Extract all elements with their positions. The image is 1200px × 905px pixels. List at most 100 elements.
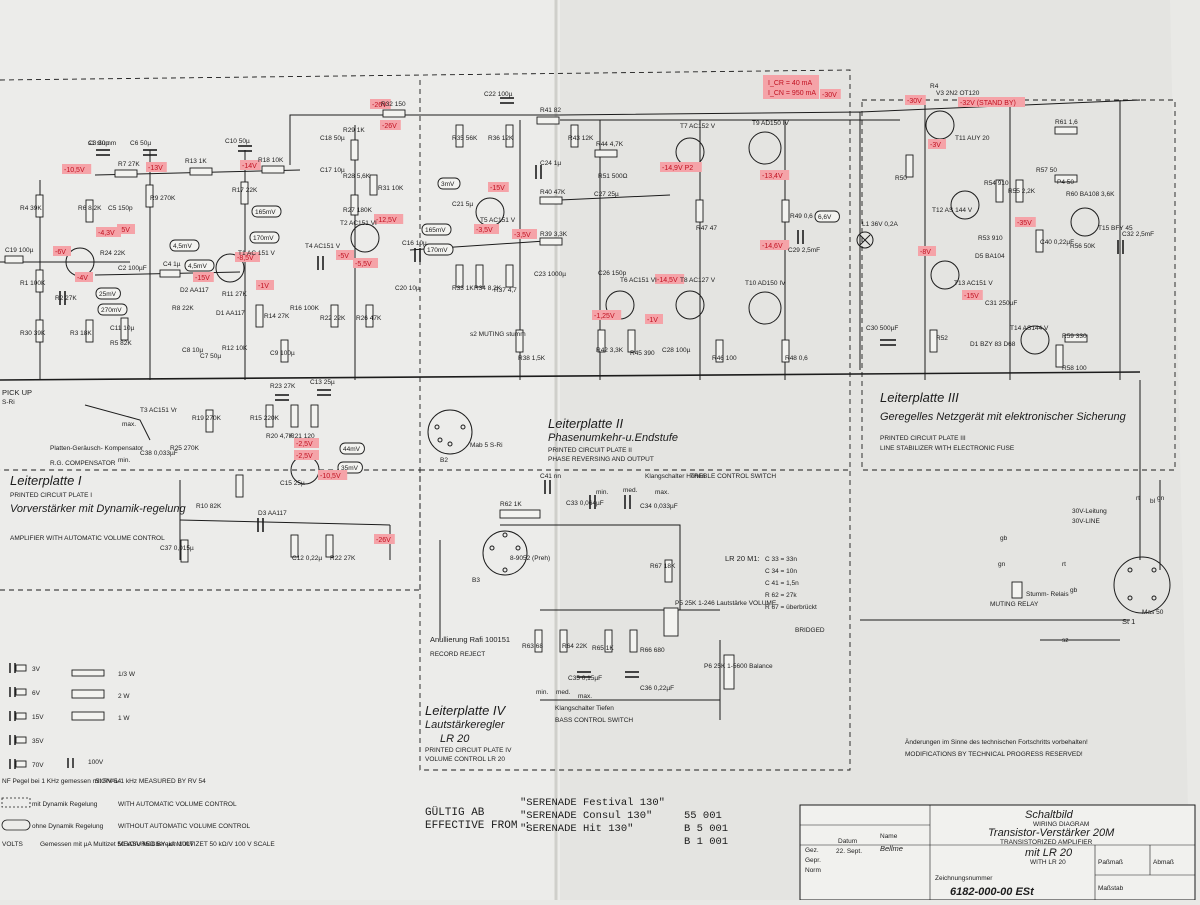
board4-sub-de: Lautstärkeregler	[425, 719, 506, 731]
relay-de: Stumm- Relais	[1026, 591, 1069, 598]
component-label: R48 0,6	[785, 355, 808, 362]
measurement-value: 6,6V	[818, 214, 832, 221]
measurement-oval	[95, 287, 121, 300]
voltage-badge	[75, 272, 93, 282]
model-name: "SERENADE Consul 130"	[520, 810, 652, 822]
component-label: R12 10K	[222, 345, 248, 352]
component-label: R44 4,7K	[596, 141, 624, 148]
voltage-badge	[374, 534, 395, 544]
component-label: D1 AA117	[216, 310, 245, 317]
component-label: R6 8,2K	[78, 205, 102, 212]
component-label: V3 2N2 OT120	[936, 90, 980, 97]
component-label: C34 0,033µF	[640, 503, 678, 510]
board4-title: Leiterplatte IV Lautstärkeregler LR 20 P…	[425, 703, 512, 763]
measurement-value: 165mV	[425, 227, 446, 234]
voltage-badge	[318, 470, 348, 480]
tb-name: Bellme	[880, 844, 903, 853]
board3-sub-de: Geregelles Netzgerät mit elektronischer …	[880, 411, 1127, 423]
legend-meter-de: Gemessen mit µA Multizet 50 kΩ/V Meßbere…	[40, 841, 194, 848]
measurement-value: 4,5mV	[188, 263, 207, 270]
voltage-badge	[1015, 217, 1036, 227]
measurement-value: 165mV	[255, 209, 276, 216]
component-label: R4 39K	[20, 205, 42, 212]
tb-title2-en: TRANSISTORIZED AMPLIFIER	[1000, 839, 1093, 846]
treble-de: Klangschalter Höhen	[645, 473, 706, 480]
model-serial: B 1 001	[684, 836, 728, 848]
tb-number-label: Zeichnungsnummer	[935, 875, 993, 882]
component-label: C35 0,15µF	[568, 675, 602, 682]
resistors	[4, 109, 1088, 721]
voltage-badge	[62, 164, 92, 174]
line30v-de: 30V-Leitung	[1072, 508, 1107, 515]
component-label: R20 4,7K	[266, 433, 294, 440]
component-label: T15 BFY 45	[1098, 225, 1133, 232]
component-label: C30 500µF	[866, 325, 898, 332]
voltage-value: -26V	[372, 102, 387, 109]
med-label-3: med.	[556, 689, 571, 696]
component-label: C29 2,5mF	[788, 247, 820, 254]
rg-comp-en: R.G. COMPENSATOR	[50, 460, 116, 467]
component-label: C28 100µ	[662, 347, 691, 354]
component-label: R36 12K	[488, 135, 514, 142]
component-label: P4 50	[1057, 179, 1074, 186]
max-label-3: max.	[578, 693, 592, 700]
component-label: R22 27K	[330, 555, 356, 562]
measurement-oval	[423, 243, 454, 256]
voltage-value: -8,5V	[237, 255, 254, 262]
component-label: C27 25µ	[594, 191, 619, 198]
component-label: C32 2,5mF	[1122, 231, 1154, 238]
component-label: R53 910	[978, 235, 1003, 242]
title-block: Schaltbild WIRING DIAGRAM Transistor-Ver…	[799, 804, 1196, 901]
component-label: P5 25K 1-246 Lautstärke VOLUME	[675, 600, 777, 607]
component-label: R59 330	[1062, 333, 1087, 340]
legend-voltage: 70V	[32, 762, 44, 769]
component-label: R22 22K	[320, 315, 346, 322]
tb-title1-en: WIRING DIAGRAM	[1033, 821, 1089, 828]
tb-title3-en: WITH LR 20	[1030, 859, 1066, 866]
measurement-value: 4,5mV	[173, 243, 192, 250]
measurement-value: 170mV	[253, 235, 274, 242]
voltage-badge	[294, 438, 319, 448]
board3-sub-en: LINE STABILIZER WITH ELECTRONIC FUSE	[880, 445, 1015, 452]
tb-scale: Maßstab	[1098, 885, 1124, 892]
lr20-value: C 33 = 33n	[765, 556, 797, 563]
legend-wattage: 1/3 W2 W1 W	[118, 671, 136, 722]
component-label: R21 120	[290, 433, 315, 440]
legend-nf-de: NF Pegel bei 1 KHz gemessen mit RV 54	[2, 778, 121, 785]
voltage-value: -1V	[647, 317, 658, 324]
wire-code: gb	[1070, 587, 1078, 594]
board2-title-de: Leiterplatte II	[548, 416, 624, 431]
component-label: T4 AC151 V	[305, 243, 341, 250]
wire-code: gb	[1000, 535, 1008, 542]
component-label: R28 5,6K	[343, 173, 371, 180]
component-label: C15 25µ	[280, 480, 305, 487]
wire-code: rt	[1136, 495, 1140, 502]
model-name: "SERENADE Festival 130"	[520, 797, 665, 809]
component-label: T9 AD150 IV	[752, 120, 790, 127]
voltage-value: -8V	[920, 249, 931, 256]
voltage-badge	[53, 246, 71, 256]
legend-voltage: 15V	[32, 714, 44, 721]
component-label: R55 2,2K	[1008, 188, 1036, 195]
capacitors	[59, 97, 1124, 678]
wire-code: rt	[1062, 561, 1066, 568]
component-label: T13 AC151 V	[954, 280, 993, 287]
component-label: R45 390	[630, 350, 655, 357]
tb-title3: mit LR 20	[1025, 847, 1073, 859]
pickup-sub: S-Ri	[2, 399, 15, 406]
bass-en: BASS CONTROL SWITCH	[555, 717, 633, 724]
board3-title-de: Leiterplatte III	[880, 390, 959, 405]
legend-wattage-value: 1 W	[118, 715, 130, 722]
component-label: T8 AC127 V	[680, 277, 716, 284]
component-label: T5 AC151 V	[480, 217, 516, 224]
component-label: R57 50	[1036, 167, 1057, 174]
component-label: C19 100µ	[5, 247, 34, 254]
voltage-badge	[660, 162, 702, 172]
component-label: R24 22K	[100, 250, 126, 257]
component-label: R50	[895, 175, 907, 182]
legend-nf-en: SIGNAL 1 kHz MEASURED BY RV 54	[95, 778, 206, 785]
voltage-value: -2,5V	[296, 453, 313, 460]
board2-sub-de: Phasenumkehr-u.Endstufe	[548, 432, 678, 444]
measurement-oval	[437, 177, 461, 190]
